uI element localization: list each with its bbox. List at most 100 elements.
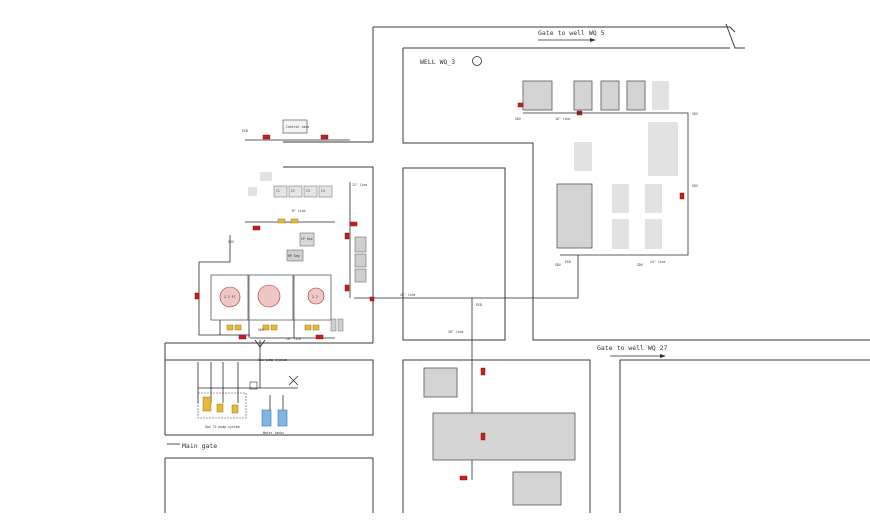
gas-vessel-3 — [231, 404, 239, 414]
gas-vessel-2 — [216, 403, 224, 413]
equip-header-2 — [290, 218, 299, 224]
water-tank-1 — [261, 409, 272, 427]
pump-4 — [270, 324, 278, 331]
building-ne-12 — [645, 219, 662, 249]
valve-w-1 — [262, 134, 271, 140]
building-s-3 — [512, 471, 562, 506]
tank-bund-3 — [293, 274, 332, 321]
unit-e-3 — [354, 268, 367, 283]
arrow-head — [590, 38, 596, 42]
gate-house — [282, 119, 308, 134]
hp-sep-label: HP Sep — [288, 254, 300, 258]
gate-w27-label: Gate to well WQ 27 — [597, 344, 668, 352]
building-ne-4 — [626, 80, 646, 111]
valve-s-2 — [480, 432, 486, 441]
pump-2 — [234, 324, 242, 331]
pump-1 — [226, 324, 234, 331]
building-ne-1 — [522, 80, 553, 111]
sdv-bottom-1: SDV — [258, 328, 264, 332]
comp-4-label: C4 — [321, 189, 325, 193]
pipe-label-ne-1: 16" line — [555, 117, 570, 121]
compressor-3 — [303, 185, 318, 198]
pipe-ne-loop — [523, 112, 689, 256]
valve-w-2 — [320, 134, 329, 140]
pump-5 — [304, 324, 312, 331]
ref-ne-5: ESD — [565, 260, 571, 264]
pipe-label-main: 28" line — [400, 293, 415, 297]
unit-e-2 — [354, 253, 367, 268]
junction-box — [249, 381, 258, 390]
comp-3-label: C3 — [306, 189, 310, 193]
esd-label-1: ESD — [242, 129, 248, 133]
building-s-1 — [423, 367, 458, 398]
sdv-bottom-2: 28" line — [286, 337, 301, 341]
main-export-pipe — [354, 255, 579, 299]
lp-sep-label: LP Sep — [301, 237, 313, 241]
gas-pump-label: Gas pump system — [258, 358, 287, 362]
building-s-2 — [432, 412, 576, 461]
pipe-west-loop — [198, 235, 250, 336]
well-w23-marker — [472, 56, 482, 66]
valve-w-9 — [238, 334, 247, 340]
ref-ne-3: SDV — [692, 184, 698, 188]
building-ne-10 — [612, 219, 629, 249]
valve-w-6 — [369, 296, 375, 302]
storage-tank-2 — [257, 284, 281, 308]
comp-1-label: C1 — [276, 189, 280, 193]
south-compound — [423, 367, 576, 506]
building-ne-3 — [600, 80, 620, 111]
utility-systems: Gas 72 pump system Water tanks — [197, 362, 298, 435]
pipe-label-ne-2: 24" line — [650, 260, 665, 264]
building-ne-11 — [645, 184, 662, 213]
valve-w-8 — [194, 292, 200, 300]
ref-ne-1: SDV — [692, 112, 698, 116]
water-tanks-label: Water tanks — [263, 431, 284, 435]
building-ne-2 — [573, 80, 593, 111]
hp-separator — [286, 249, 304, 262]
tank-3-label: 2.2 — [312, 295, 318, 299]
storage-tank-3 — [307, 287, 325, 305]
tank-bund-2 — [248, 274, 294, 321]
equip-header-1 — [277, 218, 286, 224]
unit-e-5 — [337, 318, 344, 332]
esd-w-label: SDV — [228, 240, 234, 244]
esd-south-label: ESD — [476, 303, 482, 307]
building-ne-6 — [648, 122, 678, 176]
main-gate-label: Main gate — [182, 442, 217, 450]
valve-s-3 — [459, 475, 468, 481]
ref-ne-6: SDV — [637, 263, 643, 267]
gas-sys-label: Gas 72 pump system — [205, 425, 240, 429]
valve-s-1 — [480, 367, 486, 376]
building-ne-9 — [612, 184, 629, 213]
building-ne-8 — [556, 183, 593, 249]
unit-e-1 — [354, 236, 367, 253]
gas-trap-symbol — [254, 339, 266, 348]
storage-tank-1 — [219, 286, 241, 308]
road-network — [164, 23, 870, 513]
well-w23-label: WELL WQ_3 — [420, 58, 455, 66]
building-ne-7 — [574, 142, 592, 171]
water-tank-2 — [277, 409, 288, 427]
gas-vessel-1 — [202, 396, 212, 412]
building-ne-5 — [652, 81, 669, 110]
compressor-1 — [273, 185, 288, 198]
gate-house-label: Control room — [286, 125, 309, 129]
valve-w-7 — [252, 225, 261, 231]
valve-w-3 — [349, 221, 358, 227]
ref-ne-4: SDV — [555, 263, 561, 267]
tank-1-label: 2.2 FC — [224, 295, 236, 299]
tank-bund-1 — [210, 274, 249, 321]
pipe-label-block: 28" line — [448, 330, 463, 334]
small-unit-2 — [248, 187, 257, 196]
valve-ne-1 — [517, 102, 524, 108]
unit-e-4 — [330, 318, 337, 332]
small-unit-1 — [260, 172, 272, 181]
valve-w-5 — [344, 284, 350, 292]
north-east-compound: 16" line SDV SDV SDV SDV ESD SDV 24" lin… — [515, 80, 698, 267]
valve-w-4 — [344, 232, 350, 240]
pipe-label-riser: 12" line — [352, 183, 367, 187]
ref-ne-2: SDV — [515, 117, 521, 121]
pump-3 — [262, 324, 270, 331]
lp-separator — [299, 232, 315, 247]
valve-w-10 — [315, 334, 324, 340]
